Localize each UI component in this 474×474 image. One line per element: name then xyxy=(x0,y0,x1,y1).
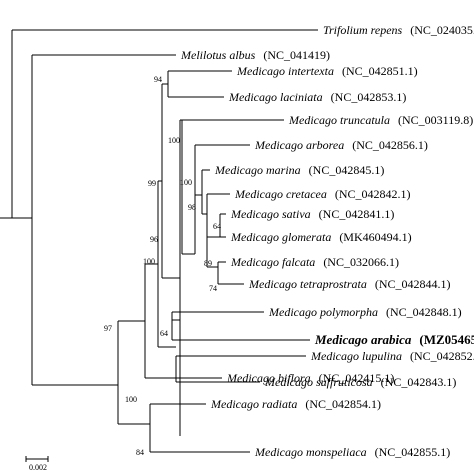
taxon-label-arabica: Medicago arabica(MZ054654) xyxy=(314,332,474,347)
bootstrap-node-g: 96 xyxy=(150,235,158,244)
taxon-label-laciniata: Medicago laciniata(NC_042853.1) xyxy=(228,90,406,104)
taxon-label-radiata: Medicago radiata(NC_042854.1) xyxy=(210,397,381,411)
taxon-label-trifolium: Trifolium repens(NC_024035.1) xyxy=(323,23,474,37)
taxon-label-truncatula: Medicago truncatula(NC_003119.8) xyxy=(288,113,473,127)
taxon-label-polymorpha: Medicago polymorpha(NC_042848.1) xyxy=(268,305,462,319)
taxon-label-marina: Medicago marina(NC_042845.1) xyxy=(214,163,384,177)
taxon-label-suffruticosa: Medicago suffruticosa(NC_042843.1) xyxy=(264,375,456,389)
taxon-label-falcata: Medicago falcata(NC_032066.1) xyxy=(230,255,399,269)
taxon-label-cretacea: Medicago cretacea(NC_042842.1) xyxy=(234,187,411,201)
taxon-label-sativa: Medicago sativa(NC_042841.1) xyxy=(230,207,394,221)
bootstrap-node-f: 94 xyxy=(154,75,162,84)
bootstrap-node-tetra: 74 xyxy=(209,284,217,293)
taxon-label-intertexta: Medicago intertexta(NC_042851.1) xyxy=(236,64,418,78)
taxon-labels: Trifolium repens(NC_024035.1) Melilotus … xyxy=(180,23,474,459)
scale-bar-label: 0.002 xyxy=(29,463,47,472)
scale-bar: 0.002 xyxy=(25,456,49,472)
bootstrap-node-n: 64 xyxy=(160,329,168,338)
taxon-label-monspeliaca: Medicago monspeliaca(NC_042855.1) xyxy=(254,445,450,459)
taxon-label-biflora: Medicago biflora(NC_042415.1) xyxy=(226,371,394,385)
bootstrap-node-l: 64 xyxy=(213,222,221,231)
taxon-label-tetraprostrata: Medicago tetraprostrata(NC_042844.1) xyxy=(248,277,451,291)
bootstrap-node-b: 100 xyxy=(125,395,137,404)
taxon-label-melilotus: Melilotus albus(NC_041419) xyxy=(180,48,330,62)
bootstrap-node-h: 100 xyxy=(168,136,180,145)
bootstrap-node-c: 97 xyxy=(104,324,112,333)
bootstrap-node-e: 99 xyxy=(148,179,156,188)
taxon-label-glomerata: Medicago glomerata(MK460494.1) xyxy=(230,230,412,244)
bootstrap-node-d: 100 xyxy=(143,257,155,266)
bootstrap-values: 94 100 99 100 98 64 89 74 96 100 64 97 1… xyxy=(104,75,221,457)
bootstrap-node-j: 100 xyxy=(180,178,192,187)
taxon-label-lupulina: Medicago lupulina(NC_042852.1) xyxy=(310,349,474,363)
bootstrap-node-p: 84 xyxy=(136,448,144,457)
bootstrap-node-k: 98 xyxy=(188,203,196,212)
taxon-label-arborea: Medicago arborea(NC_042856.1) xyxy=(254,138,428,152)
tree-branches xyxy=(0,29,318,453)
bootstrap-node-m: 89 xyxy=(204,259,212,268)
